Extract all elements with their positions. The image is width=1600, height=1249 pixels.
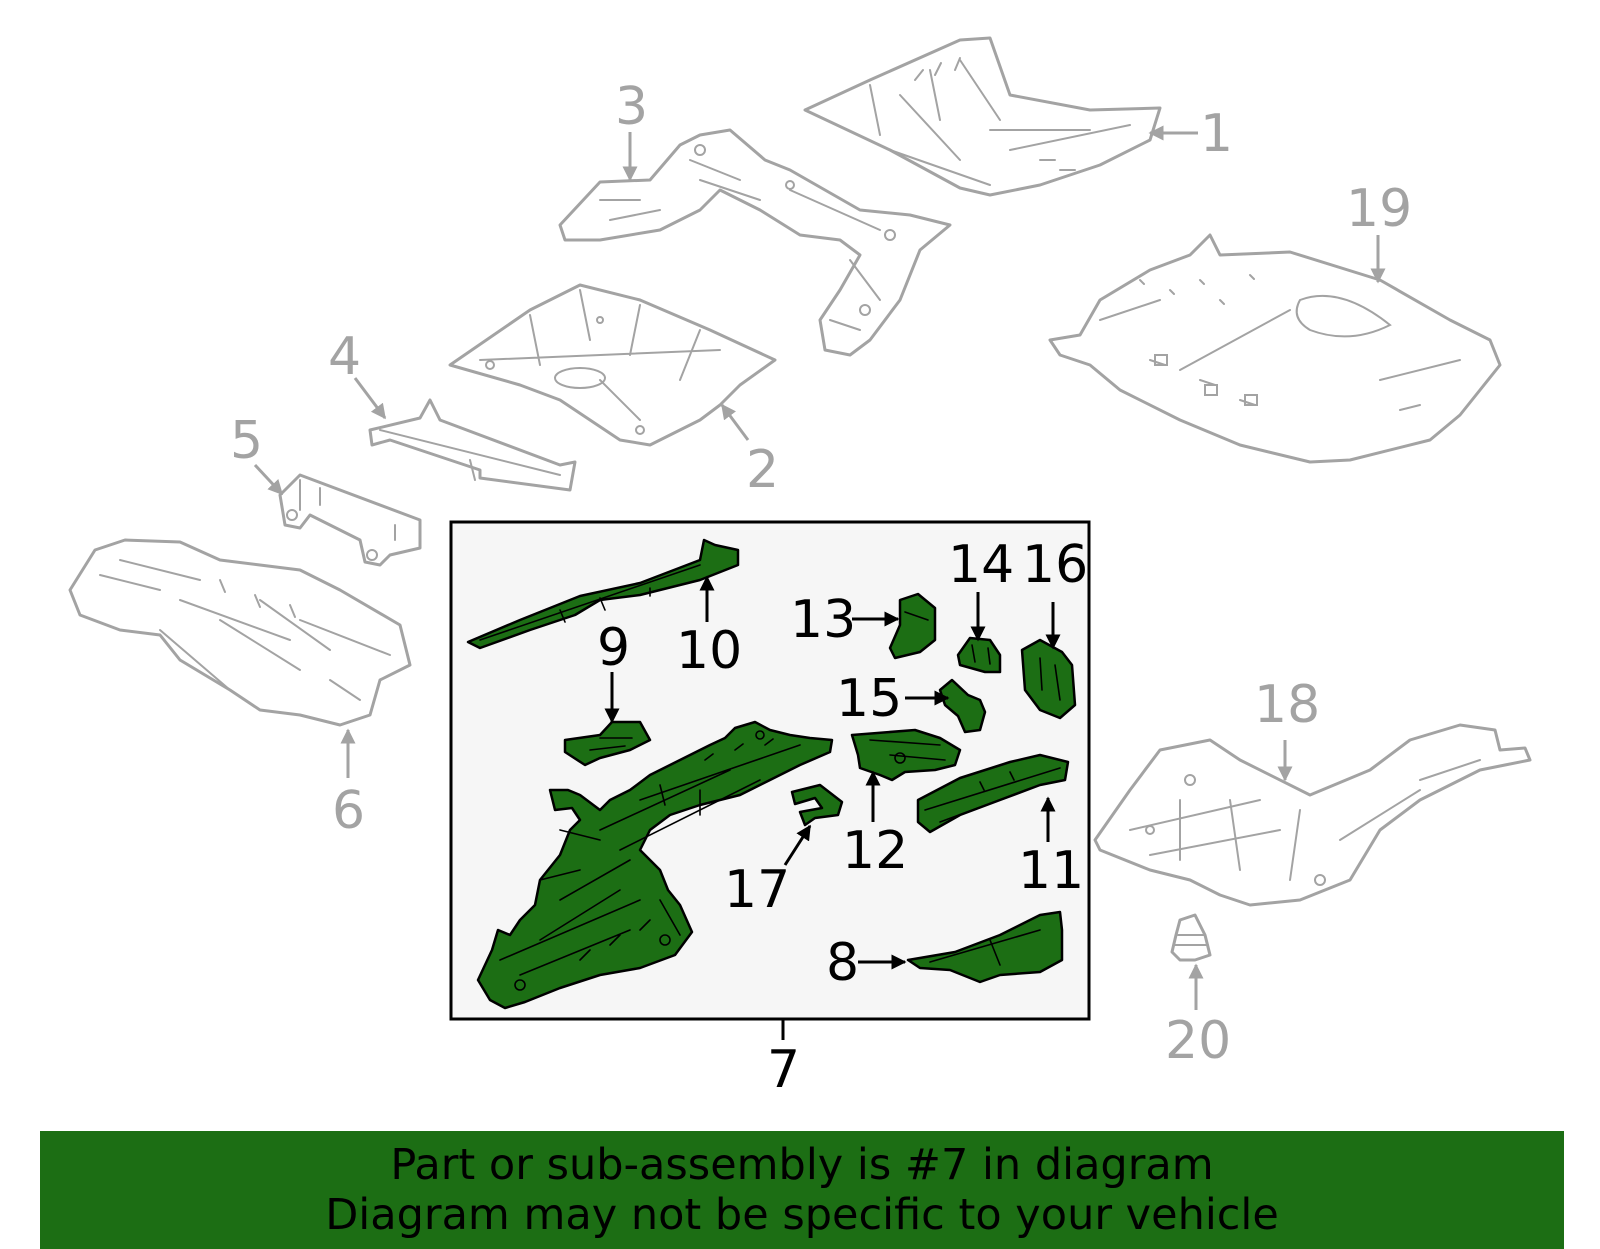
part-4-seat-crossbar[interactable]	[368, 398, 577, 492]
part-1-rear-floor-pan[interactable]	[803, 36, 1162, 197]
callout-1[interactable]: 1	[1200, 104, 1233, 164]
part-7-side-member-assembly[interactable]	[476, 720, 834, 1010]
part-13-bracket[interactable]	[888, 592, 937, 660]
part-9-bracket[interactable]	[563, 720, 652, 767]
part-18-rear-under-cover[interactable]	[1093, 723, 1532, 907]
banner-line-1: Part or sub-assembly is #7 in diagram	[390, 1140, 1214, 1190]
callout-14[interactable]: 14	[948, 535, 1014, 595]
callout-2[interactable]: 2	[746, 440, 779, 500]
part-8-splash-shield[interactable]	[906, 910, 1064, 984]
callout-4[interactable]: 4	[328, 327, 361, 387]
part-15-bracket[interactable]	[938, 678, 987, 734]
callout-17[interactable]: 17	[724, 860, 790, 920]
callout-15[interactable]: 15	[836, 669, 902, 729]
part-3-floor-crossmember[interactable]	[558, 128, 952, 357]
callout-16[interactable]: 16	[1022, 535, 1088, 595]
callout-11[interactable]: 11	[1018, 841, 1084, 901]
callout-9[interactable]: 9	[597, 618, 630, 678]
callout-3[interactable]: 3	[615, 77, 648, 137]
part-19-under-cover[interactable]	[1048, 233, 1502, 464]
callout-6[interactable]: 6	[332, 781, 365, 841]
part-11-member[interactable]	[916, 753, 1070, 834]
part-12-bracket[interactable]	[850, 728, 962, 782]
callout-13[interactable]: 13	[790, 590, 856, 650]
leader-5	[253, 463, 284, 496]
callout-20[interactable]: 20	[1165, 1011, 1231, 1071]
part-5-bracket[interactable]	[278, 473, 422, 567]
callout-19[interactable]: 19	[1346, 179, 1412, 239]
banner-line-2: Diagram may not be specific to your vehi…	[325, 1190, 1279, 1240]
callout-18[interactable]: 18	[1254, 675, 1320, 735]
leader-4	[353, 377, 387, 420]
part-6-front-floor-pan[interactable]	[68, 538, 412, 727]
callout-12[interactable]: 12	[842, 821, 908, 881]
part-20-clip[interactable]	[1170, 913, 1212, 962]
callout-10[interactable]: 10	[676, 621, 742, 681]
leader-17	[783, 824, 812, 866]
callout-7[interactable]: 7	[767, 1040, 800, 1100]
info-banner: Part or sub-assembly is #7 in diagram Di…	[40, 1131, 1564, 1249]
leader-2	[720, 403, 750, 441]
part-10-rail[interactable]	[466, 538, 740, 650]
callout-8[interactable]: 8	[826, 933, 859, 993]
part-2-center-floor-pan[interactable]	[448, 283, 777, 447]
callout-5[interactable]: 5	[230, 411, 263, 471]
